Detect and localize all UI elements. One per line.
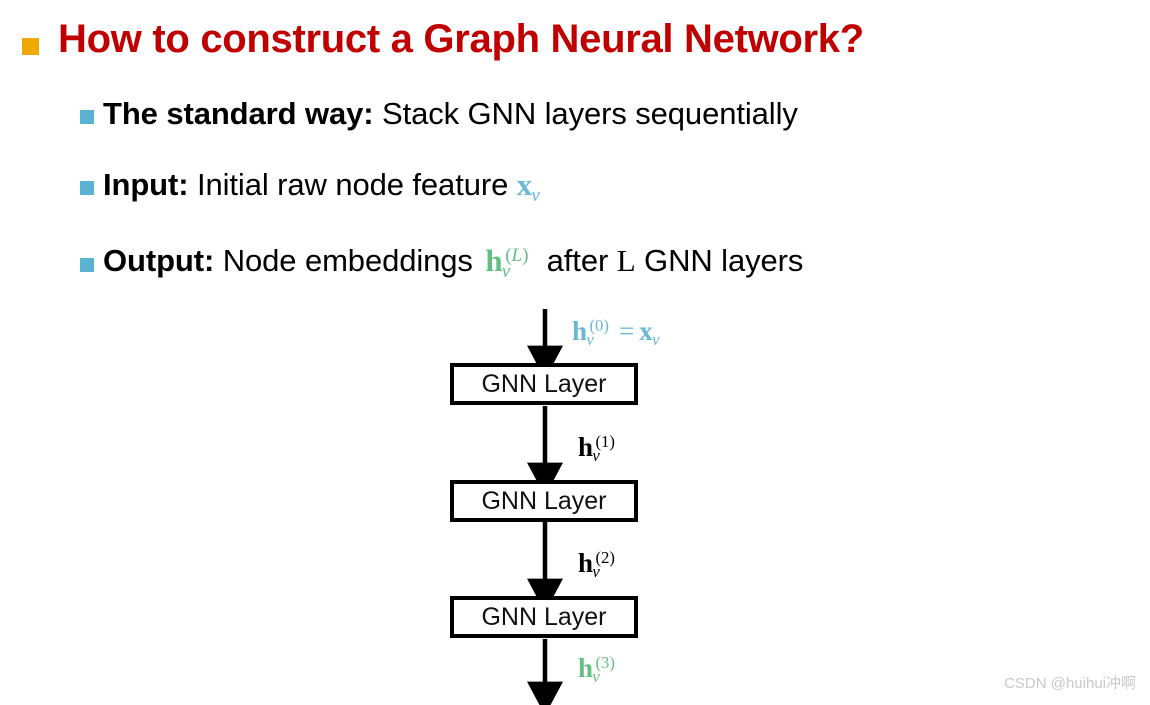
gnn-layer-box-2-label: GNN Layer: [481, 487, 607, 515]
title-bullet-square: [22, 38, 39, 55]
flow-input-h-superscript: (0): [589, 316, 609, 336]
bullet-line-output: Output: Node embeddings hv(L) after L GN…: [103, 243, 804, 282]
bullet-line-standard-way: The standard way: Stack GNN layers seque…: [103, 96, 798, 132]
flow-label-layer2-output: hv(2): [578, 548, 620, 582]
bullet-1-lead: The standard way:: [103, 96, 374, 131]
bullet-3-tail-pre: after: [538, 243, 617, 278]
flow-l2-h-subscript: v: [592, 562, 600, 582]
flow-label-input: hv(0)=xv: [572, 316, 660, 350]
math-h-subscript: v: [501, 260, 511, 282]
math-L-italic: L: [616, 243, 636, 278]
bullet-3-rest: Node embeddings: [214, 243, 482, 278]
math-h-superscript: (L): [505, 245, 529, 267]
math-x-base: x: [516, 167, 533, 202]
flow-l1-h-subscript: v: [592, 446, 600, 466]
math-h-superscript-symbol: L: [511, 245, 523, 267]
gnn-layer-box-1-label: GNN Layer: [481, 370, 607, 398]
flow-input-h-subscript: v: [586, 330, 594, 350]
gnn-layer-box-1: GNN Layer: [450, 363, 638, 405]
bullet-1-rest: Stack GNN layers sequentially: [373, 96, 798, 131]
gnn-layer-box-3: GNN Layer: [450, 596, 638, 638]
flow-l3-h-base: h: [578, 653, 594, 683]
flow-l1-h-base: h: [578, 432, 594, 462]
flow-input-x-base: x: [639, 316, 653, 346]
page-title: How to construct a Graph Neural Network?: [58, 17, 864, 61]
flow-l1-h-superscript: (1): [595, 432, 615, 452]
flow-l3-h-superscript: (3): [595, 653, 615, 673]
flow-input-equals: =: [618, 316, 635, 346]
math-h-v-L-inline: hv(L): [485, 243, 534, 282]
bullet-2-rest: Initial raw node feature: [188, 167, 517, 202]
bullet-line-input: Input: Initial raw node feature xv: [103, 167, 541, 206]
flow-l3-h-subscript: v: [592, 667, 600, 687]
flow-input-x-subscript: v: [652, 330, 660, 350]
csdn-watermark: CSDN @huihui冲啊: [1004, 675, 1136, 692]
math-x-v-inline: xv: [516, 167, 541, 206]
flow-l2-h-base: h: [578, 548, 594, 578]
bullet-3-tail-post: GNN layers: [635, 243, 804, 278]
flow-label-layer3-output: hv(3): [578, 653, 620, 687]
flow-input-h-base: h: [572, 316, 588, 346]
sub-bullet-square-3: [80, 258, 94, 272]
flow-l2-h-superscript: (2): [595, 548, 615, 568]
gnn-layer-box-2: GNN Layer: [450, 480, 638, 522]
flow-label-layer1-output: hv(1): [578, 432, 620, 466]
sub-bullet-square-1: [80, 110, 94, 124]
sub-bullet-square-2: [80, 181, 94, 195]
bullet-2-lead: Input:: [103, 167, 189, 202]
gnn-layer-box-3-label: GNN Layer: [481, 603, 607, 631]
math-h-base: h: [485, 243, 503, 278]
math-x-subscript: v: [531, 184, 540, 206]
bullet-3-lead: Output:: [103, 243, 215, 278]
